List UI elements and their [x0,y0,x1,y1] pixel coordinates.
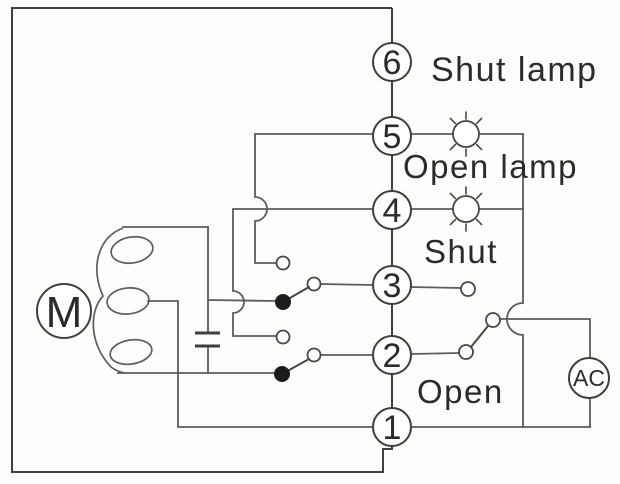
motor-winding-icon [92,227,154,374]
t4-to-lower-contact-wire [232,208,374,337]
open-lamp-ray [475,117,483,125]
ac-feed-wire [499,318,591,360]
terminal-3 [372,265,412,305]
shut-lamp-ray [475,218,483,226]
open-lamp-ray [449,143,457,151]
upper-switch-common-dot [275,294,291,310]
lower-switch-nc-contact [275,329,291,345]
selector-pivot-contact [485,312,501,328]
terminal-1-number: 1 [383,409,402,447]
open-lamp-ray [449,117,457,125]
winding-loop-top [110,235,154,265]
open-lamp-label: Open lamp [403,148,578,185]
motor-label: M [46,288,83,337]
ac-source-circle [568,357,610,399]
selector-t2-contact [458,344,474,360]
t2-right-contact-wire [410,352,460,355]
t5-to-upper-contact-wire [254,133,374,264]
shut-label: Shut [424,233,498,270]
terminal-5 [372,116,412,156]
terminal-2 [372,335,412,375]
shut-lamp-icon [449,186,483,232]
lower-switch-tip-contact [306,347,322,363]
selector-t3-contact [460,281,476,297]
open-lamp-bulb [452,120,480,148]
terminal-3-number: 3 [383,267,402,305]
open-label: Open [417,373,504,410]
terminal-4-number: 4 [383,192,402,230]
terminal-4 [372,190,412,230]
t3-right-contact-wire [410,286,462,289]
capacitor-to-upper-switch-wire [207,299,277,302]
mid-winding-to-t1-wire [147,300,374,428]
upper-switch-tip-contact [306,276,322,292]
shut-lamp-ray [449,218,457,226]
shut-lamp-label: Shut lamp [431,51,598,89]
motor-circle [36,283,92,339]
terminal-1 [372,407,412,447]
terminal-6-number: 6 [383,44,402,82]
terminal-block: 6 5 4 3 2 1 [372,42,412,447]
winding-spine-curve [92,227,125,374]
open-lamp-ray [475,143,483,151]
upper-lever-tip-to-t3-wire [319,283,374,286]
terminal-2-number: 2 [383,337,402,375]
shut-lamp-ray [449,192,457,200]
lower-switch-common-dot [274,366,290,382]
winding-loop-middle [106,287,150,315]
terminal-6 [372,42,412,82]
terminal-5-number: 5 [383,118,402,156]
shut-lamp-bulb [452,195,480,223]
outer-loop-wire [11,7,393,473]
ac-source-label: AC [573,365,605,391]
open-lamp-icon [449,111,483,157]
upper-switch-nc-contact [275,255,291,271]
selector-switch-lever [470,325,489,348]
winding-loop-bottom [109,338,153,366]
shut-lamp-ray [475,192,483,200]
